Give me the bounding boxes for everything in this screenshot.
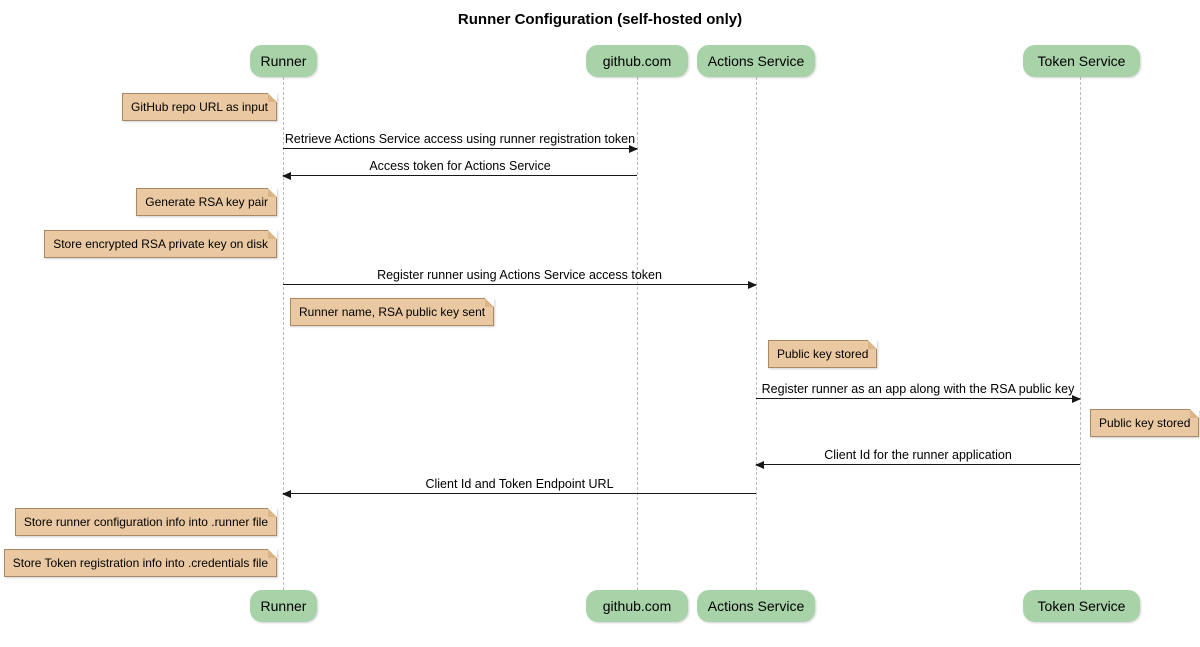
message-access-token-returned: Access token for Actions Service	[282, 158, 637, 180]
arrowhead-left-icon	[282, 489, 291, 498]
note-runner-name-sent: Runner name, RSA public key sent	[290, 298, 495, 326]
note-public-key-stored-token: Public key stored	[1090, 409, 1200, 437]
message-line	[283, 280, 757, 289]
message-label: Register runner as an app along with the…	[761, 382, 1075, 396]
note-fold-icon	[485, 298, 495, 307]
note-fold-icon	[868, 340, 878, 349]
note-fold-icon	[268, 549, 277, 558]
participant-token-service-top: Token Service	[1023, 45, 1140, 77]
arrowhead-right-icon	[748, 280, 757, 289]
message-label: Client Id and Token Endpoint URL	[425, 477, 614, 491]
message-label: Retrieve Actions Service access using ru…	[284, 132, 636, 146]
note-text: Store runner configuration info into .ru…	[23, 515, 268, 529]
note-github-repo-url: GitHub repo URL as input	[122, 93, 277, 121]
arrowhead-left-icon	[755, 460, 764, 469]
note-text: Store encrypted RSA private key on disk	[53, 237, 268, 251]
diagram-title: Runner Configuration (self-hosted only)	[457, 11, 743, 28]
note-store-credentials-file: Store Token registration info into .cred…	[3, 549, 277, 577]
message-register-runner: Register runner using Actions Service ac…	[283, 267, 757, 289]
arrowhead-right-icon	[629, 144, 638, 153]
message-label: Register runner using Actions Service ac…	[377, 268, 662, 282]
note-store-runner-file: Store runner configuration info into .ru…	[14, 508, 277, 536]
note-fold-icon	[268, 93, 277, 102]
note-public-key-stored-actions: Public key stored	[768, 340, 878, 368]
note-fold-icon	[1190, 409, 1200, 418]
participant-runner-top: Runner	[250, 45, 317, 77]
participant-runner-bottom: Runner	[250, 590, 317, 622]
participant-github-top: github.com	[586, 45, 688, 77]
message-client-id-returned: Client Id for the runner application	[755, 447, 1080, 469]
message-line	[282, 171, 637, 180]
note-text: GitHub repo URL as input	[131, 100, 268, 114]
message-client-id-endpoint-url: Client Id and Token Endpoint URL	[282, 476, 756, 498]
lifeline-github	[637, 77, 638, 590]
note-store-private-key: Store encrypted RSA private key on disk	[44, 230, 277, 258]
participant-token-service-bottom: Token Service	[1023, 590, 1140, 622]
lifeline-token-service	[1080, 77, 1081, 590]
note-text: Public key stored	[777, 347, 869, 361]
message-line	[282, 489, 756, 498]
note-text: Store Token registration info into .cred…	[12, 556, 268, 570]
message-line	[755, 460, 1080, 469]
note-fold-icon	[268, 188, 277, 197]
lifeline-actions-service	[756, 77, 757, 590]
note-fold-icon	[268, 508, 277, 517]
message-register-runner-app: Register runner as an app along with the…	[756, 381, 1081, 403]
message-retrieve-actions-access: Retrieve Actions Service access using ru…	[283, 131, 638, 153]
message-label: Access token for Actions Service	[369, 159, 551, 173]
note-text: Generate RSA key pair	[145, 195, 268, 209]
message-line	[283, 144, 638, 153]
note-fold-icon	[268, 230, 277, 239]
message-line	[756, 394, 1081, 403]
arrowhead-left-icon	[282, 171, 291, 180]
note-generate-rsa-key: Generate RSA key pair	[136, 188, 277, 216]
participant-actions-service-bottom: Actions Service	[697, 590, 815, 622]
message-label: Client Id for the runner application	[824, 448, 1012, 462]
note-text: Public key stored	[1099, 416, 1191, 430]
note-text: Runner name, RSA public key sent	[299, 305, 486, 319]
participant-github-bottom: github.com	[586, 590, 688, 622]
lifeline-runner	[283, 77, 284, 590]
arrowhead-right-icon	[1072, 394, 1081, 403]
participant-actions-service-top: Actions Service	[697, 45, 815, 77]
